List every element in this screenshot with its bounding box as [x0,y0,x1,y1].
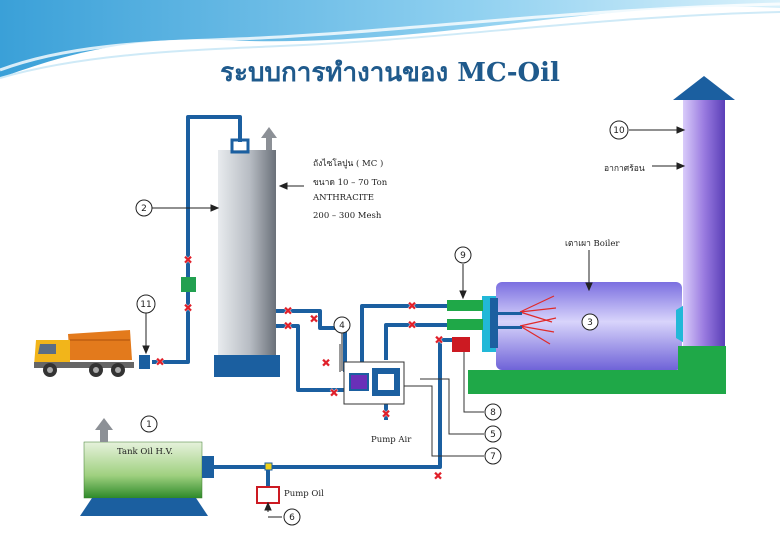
callout-7 [484,447,502,465]
callout-1 [140,415,158,433]
silo-label-size: ขนาด 10 – 70 Ton [313,178,388,188]
pump-air-label: Pump Air [371,435,412,445]
callouts [135,120,629,526]
callout-10 [609,120,629,140]
silo-label-material: ANTHRACITE [313,193,374,203]
svg-text:5: 5 [490,430,496,440]
svg-text:2: 2 [141,204,147,214]
leader-arrows [142,126,686,518]
valve-icon: ✖ [381,407,391,421]
silo-label-name: ถังไซโลปูน ( MC ) [313,159,384,169]
header-swoosh [0,0,780,79]
silo [214,127,280,377]
truck-inlet-box [139,355,150,369]
boiler-label: เตาเผา Boiler [565,239,620,249]
page-title: ระบบการทำงานของ MC-Oil [220,58,560,88]
valve-icon: ✖ [183,253,193,267]
valve-icon: ✖ [407,299,417,313]
svg-text:4: 4 [339,321,345,331]
callout-6 [283,508,301,526]
silo-label-mesh: 200 – 300 Mesh [313,211,382,221]
pump-oil-label: Pump Oil [284,489,324,499]
callout-4 [333,316,351,334]
callout-8 [484,403,502,421]
valve-icon: ✖ [407,318,417,332]
valve-icon: ✖ [309,312,319,326]
svg-text:3: 3 [587,318,593,328]
callout-11 [136,294,156,314]
valve-icon: ✖ [433,469,443,483]
oil-injector-box [452,337,470,352]
svg-text:11: 11 [140,300,151,310]
callout-5 [484,425,502,443]
valve-icon: ✖ [329,386,339,400]
valve-icon: ✖ [321,356,331,370]
oil-tank [80,418,214,516]
pipes [152,115,455,487]
callout-numbers: 1 2 3 4 5 6 7 8 9 10 11 [140,126,625,523]
connector-lines [339,344,484,457]
tank-label: Tank Oil H.V. [117,447,173,457]
svg-text:7: 7 [490,452,496,462]
svg-text:9: 9 [460,251,466,261]
chimney [673,76,735,370]
valve-icon: ✖ [434,333,444,347]
valves: ✖ ✖ ✖ ✖ ✖ ✖ ✖ ✖ ✖ ✖ ✖ ✖ ✖ [155,253,444,483]
svg-text:1: 1 [146,420,152,430]
svg-text:6: 6 [289,513,295,523]
valve-icon: ✖ [155,355,165,369]
callout-9 [454,246,472,264]
svg-text:8: 8 [490,408,496,418]
svg-text:10: 10 [613,126,625,136]
hot-air-label: อากาศร้อน [604,164,645,174]
valve-icon: ✖ [183,301,193,315]
valve-icon: ✖ [283,304,293,318]
truck-icon [34,330,134,377]
filter-box [181,277,196,292]
mixer-unit [343,361,405,405]
callout-3 [581,313,599,331]
callout-2 [135,199,153,217]
valve-icon: ✖ [283,319,293,333]
